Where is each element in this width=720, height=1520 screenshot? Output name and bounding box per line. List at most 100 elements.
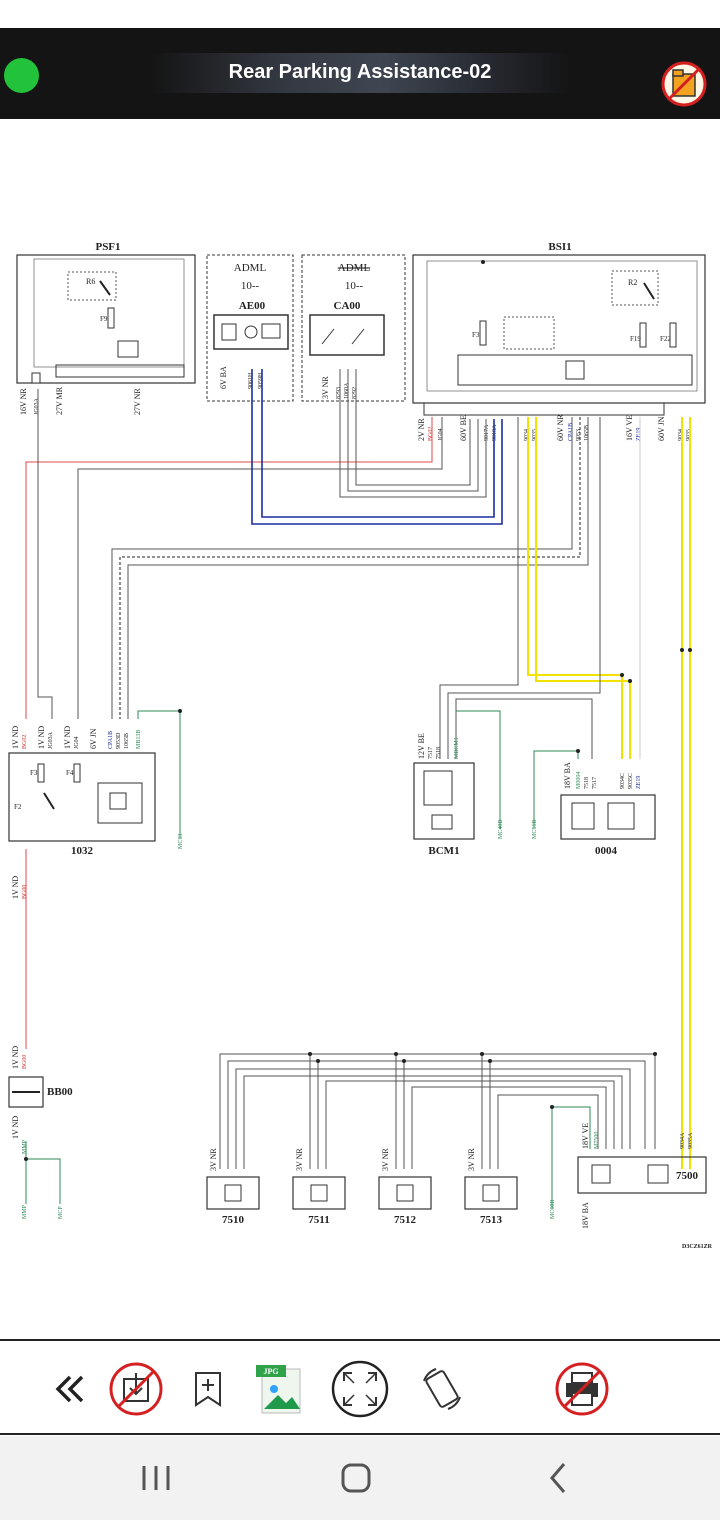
wire-mbcm1 [456, 710, 501, 829]
m1032-connector-e: 1V ND [11, 876, 20, 899]
ca00-dashed-box [301, 254, 406, 402]
m0004-connector: 18V BA [563, 762, 572, 789]
m1032-connector-d: 6V JN [89, 728, 98, 749]
wire-ze19-bsi1: ZE19 [636, 428, 642, 441]
download-disabled-icon[interactable] [108, 1361, 164, 1417]
psf1-label: PSF1 [95, 241, 120, 253]
wire-9059h-label: 9059H [258, 372, 264, 389]
sensor-7512-label: 7512 [394, 1214, 417, 1226]
psf1-box [16, 254, 196, 384]
r6-label: R6 [86, 277, 95, 286]
edit-disabled-icon[interactable] [660, 60, 708, 108]
bookmark-add-icon[interactable] [180, 1361, 236, 1417]
adml-ae-label: ADML [234, 262, 267, 274]
module-0004-label: 0004 [595, 845, 618, 857]
bb00-connector-bottom: 1V ND [11, 1116, 20, 1139]
diagram-area[interactable]: PSF1 R6 F9 16V NR JG03A 27V MR 27V NR AD… [0, 119, 720, 1339]
sensor-7513-label: 7513 [480, 1214, 503, 1226]
wire-7517-0004: 7517 [592, 777, 598, 789]
fullscreen-expand-icon[interactable] [330, 1359, 390, 1419]
home-icon[interactable] [326, 1456, 386, 1500]
back-icon[interactable] [528, 1456, 588, 1500]
f19-label: F19 [630, 335, 641, 343]
wire-mb13b [137, 710, 181, 839]
wire-mc40b-label: MC40B [498, 820, 504, 839]
bcm1-box [413, 762, 475, 840]
f2-1032-label: F2 [14, 803, 22, 811]
psf1-connector-b: 27V MR [55, 386, 64, 415]
r2-label: R2 [628, 278, 637, 287]
wire-1065b-bsi1: 1065B [584, 425, 590, 441]
wire-7515 [227, 1060, 646, 1169]
wire-9034a-label: 9034A [680, 1132, 686, 1149]
wire-9017a-label: 9017A [484, 424, 490, 441]
wire-m7500 [551, 1106, 591, 1209]
jpg-image-icon[interactable]: JPG [252, 1361, 308, 1417]
adml-ca-label: ADML [338, 262, 371, 274]
status-indicator [4, 58, 39, 93]
f9-label: F9 [100, 315, 108, 323]
ae00-dashed-box [206, 254, 294, 402]
wire-bg02-bsi1: BG02 [428, 427, 434, 441]
wire-7516 [219, 1053, 656, 1169]
wire-7517 [439, 417, 519, 759]
rotate-screen-icon[interactable] [414, 1361, 470, 1417]
bb00-connector-top: 1V ND [11, 1046, 20, 1069]
wire-bg00-bb00: BG00 [22, 1055, 28, 1069]
wire-7511 [243, 1075, 623, 1169]
wire-cpa1b-1032: CPA1B [108, 731, 114, 749]
wire-jg04 [77, 417, 443, 719]
f4-1032-label: F4 [66, 769, 74, 777]
module-0004-box [560, 794, 656, 840]
wire-1060a-ca00-label: 1060A [344, 382, 350, 399]
sensor-7513-connector: 3V NR [467, 1148, 476, 1171]
module-7500-label: 7500 [676, 1170, 699, 1182]
wire-cpa1b [111, 417, 573, 719]
bottom-toolbar: JPG [0, 1339, 720, 1435]
psf1-connector-c: 27V NR [133, 388, 142, 415]
wire-mb13b-label: MB13B [136, 730, 142, 749]
bsi1-connector-e: 60V JN [657, 416, 666, 441]
ca00-connector: 3V NR [321, 376, 330, 399]
wire-mc60b-label: MC60B [550, 1200, 556, 1219]
bsi1-connector-d: 16V VE [625, 415, 634, 441]
wire-m0004 [533, 750, 579, 829]
wire-jg03a [37, 389, 53, 719]
wire-1065b [127, 417, 589, 719]
wire-m0004-label: M0004 [576, 772, 582, 789]
sensor-7511-connector: 3V NR [295, 1148, 304, 1171]
print-disabled-icon[interactable] [554, 1361, 610, 1417]
sensor-7512-connector: 3V NR [381, 1148, 390, 1171]
wire-jg03a-1032: JG03A [48, 731, 54, 749]
wire-1060a [347, 369, 479, 492]
wire-7518-bcm1: 7518 [436, 747, 442, 759]
ae00-label: AE00 [239, 300, 266, 312]
wire-mcp-label: MCP [58, 1206, 64, 1219]
sensor-7510-label: 7510 [222, 1214, 245, 1226]
m7500-connector-top: 18V VE [581, 1123, 590, 1149]
wire-7518-0004: 7518 [584, 777, 590, 789]
wire-9053d [119, 417, 581, 719]
wire-9035c-label: 9035C [628, 773, 634, 789]
wire-bcm1-0004 [455, 698, 593, 759]
wire-7518 [447, 417, 601, 759]
back-double-chevron-icon[interactable] [40, 1361, 96, 1417]
wire-7517-bcm1: 7517 [428, 747, 434, 759]
wire-9018a-label: 9018A [492, 424, 498, 441]
wire-8293 [339, 369, 487, 498]
f3-1032-label: F3 [30, 769, 38, 777]
wire-1065b-1032: 1065B [124, 733, 130, 749]
m1032-connector-b: 1V ND [37, 726, 46, 749]
wire-bg02-1032: BG02 [22, 735, 28, 749]
wire-mcp [25, 1141, 61, 1204]
wire-8292 [355, 369, 471, 486]
wire-cpa1b-bsi1: CPA1B [568, 423, 574, 441]
wire-yellow-9035c [535, 417, 631, 759]
m1032-connector-a: 1V ND [11, 726, 20, 749]
wire-7512 [235, 1068, 631, 1169]
recent-apps-icon[interactable] [126, 1456, 186, 1500]
f3-bsi-label: F3 [472, 331, 480, 339]
diagram-code: D3CZ61ZR [682, 1244, 713, 1250]
wire-7513 [411, 1086, 607, 1169]
wire-7514 [325, 1080, 615, 1169]
